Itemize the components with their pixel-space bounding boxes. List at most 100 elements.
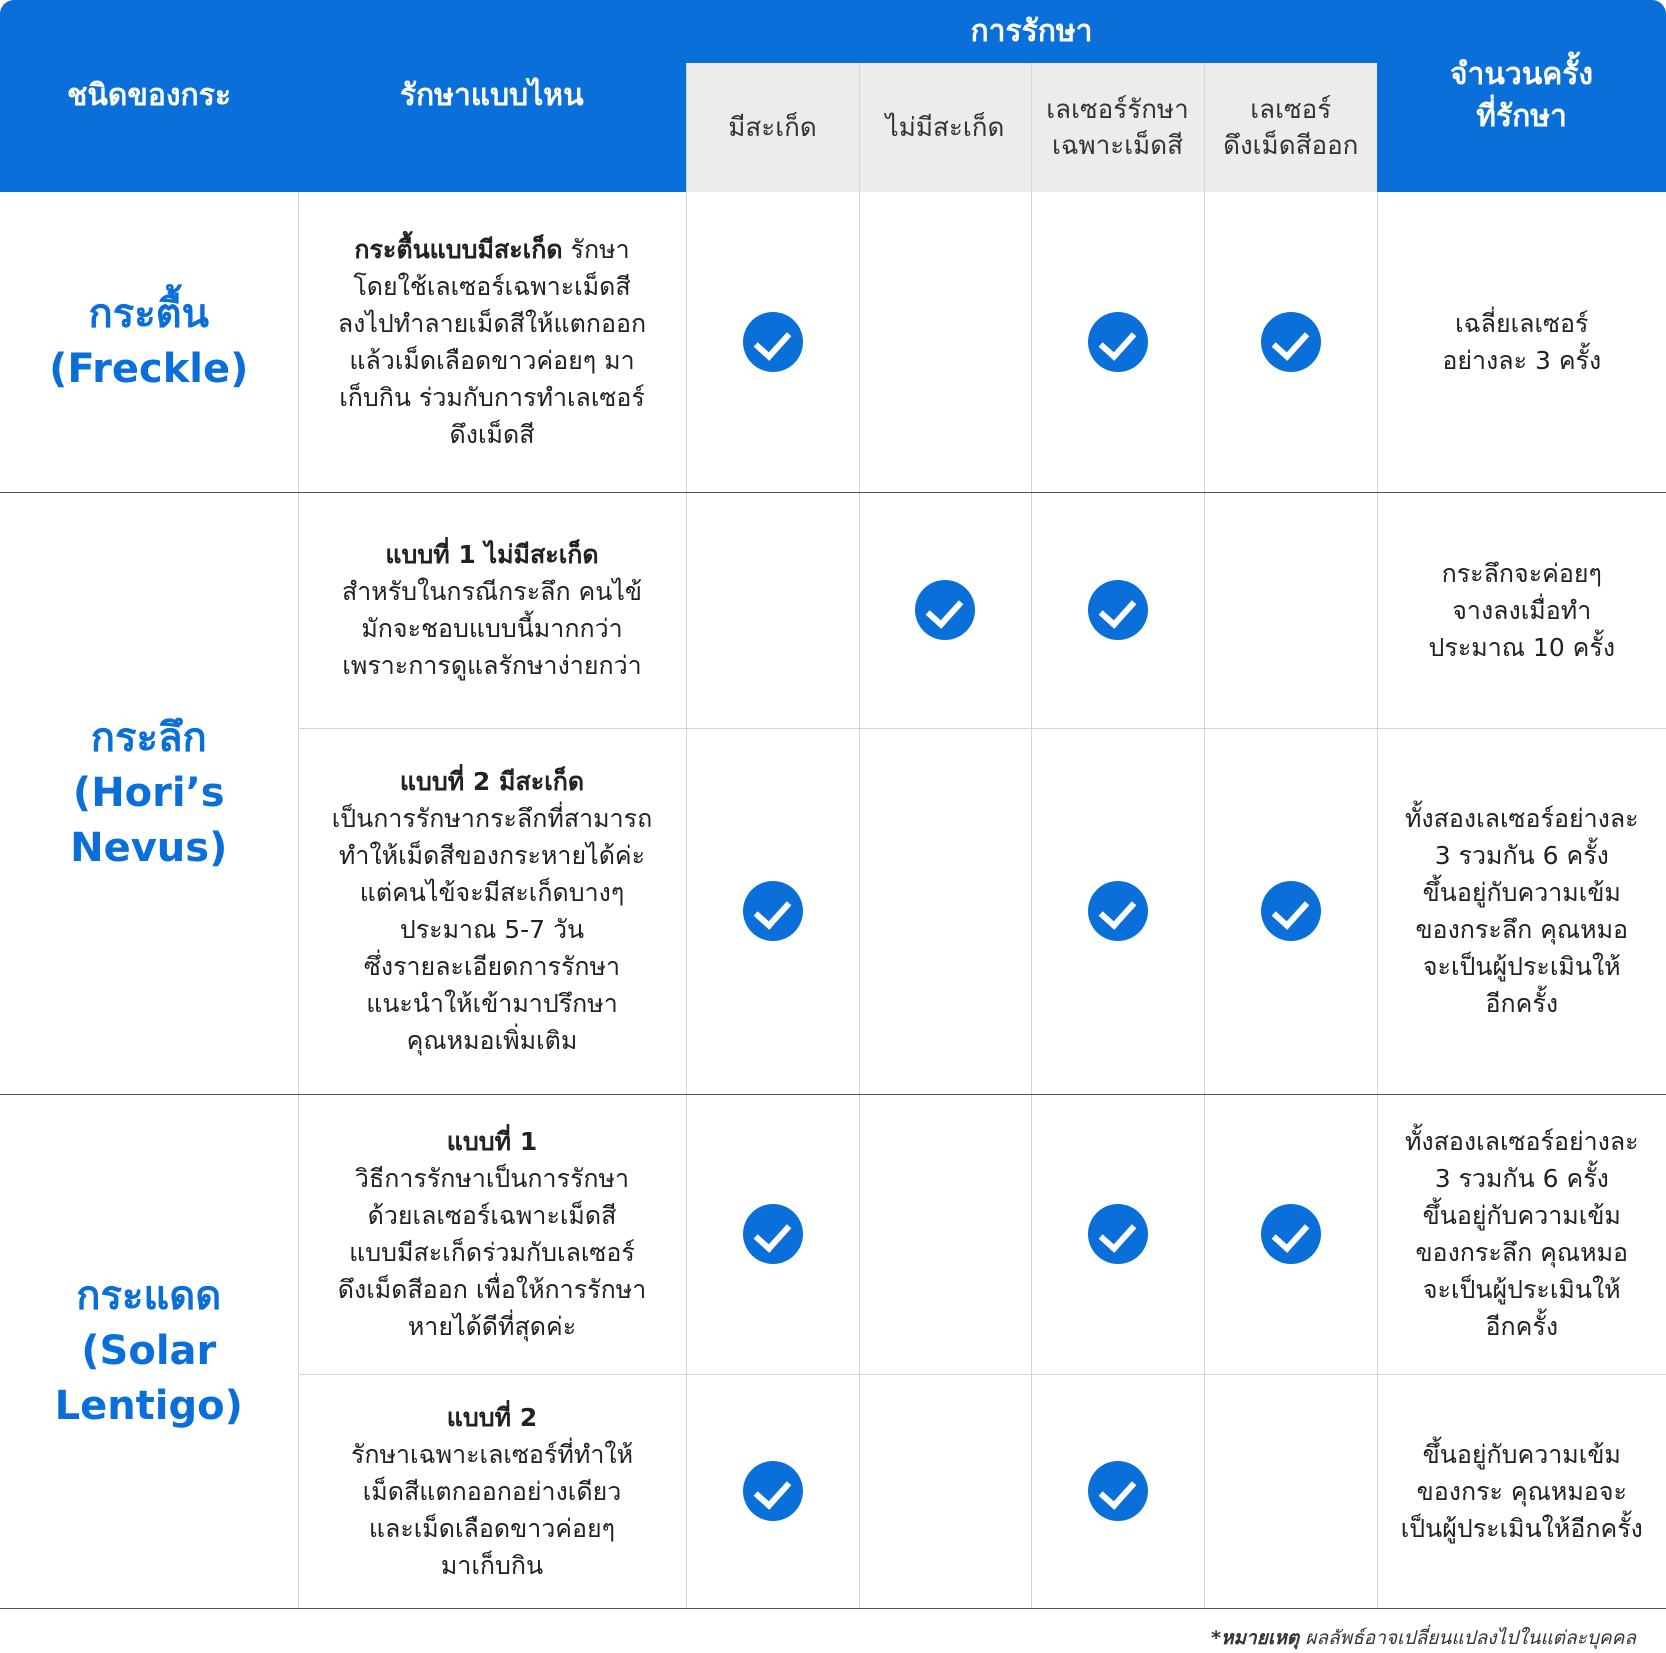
check-circle-icon bbox=[742, 881, 803, 941]
type-name-line: (Solar bbox=[81, 1327, 217, 1374]
description-title: แบบที่ 2 bbox=[446, 1402, 538, 1432]
check-circle-icon bbox=[1087, 311, 1148, 372]
description-line: ประมาณ 5-7 วัน bbox=[399, 915, 585, 944]
table-row: กระตื้น (Freckle) กระตื้นแบบมีสะเก็ด รัก… bbox=[0, 192, 1666, 493]
table-row: แบบที่ 2 มีสะเก็ด เป็นการรักษากระลึกที่ส… bbox=[0, 728, 1666, 1095]
description-title: แบบที่ 1 bbox=[446, 1127, 538, 1156]
footnote-text: ผลลัพธ์อาจเปลี่ยนแปลงไปในแต่ละบุคคล bbox=[1299, 1627, 1636, 1649]
footnote-label: *หมายเหตุ bbox=[1211, 1627, 1300, 1649]
subheader-scab: มีสะเก็ด bbox=[685, 63, 860, 192]
subheader-laser-pigment-line2: เฉพาะเม็ดสี bbox=[1051, 130, 1184, 161]
check-cell bbox=[859, 192, 1032, 493]
type-name-line: กระลึก bbox=[90, 714, 207, 761]
type-cell: กระแดด (Solar Lentigo) bbox=[0, 1094, 299, 1609]
type-name-line: กระแดด bbox=[76, 1272, 222, 1319]
description-line: ซึ่งรายละเอียดการรักษา bbox=[363, 952, 621, 981]
sessions-line: เฉลี่ยเลเซอร์ bbox=[1455, 308, 1589, 338]
sessions-cell: ขึ้นอยู่กับความเข้ม ของกระ คุณหมอจะ เป็น… bbox=[1377, 1374, 1666, 1609]
sessions-line: จะเป็นผู้ประเมินให้ bbox=[1422, 1275, 1621, 1304]
check-circle-icon bbox=[742, 1204, 803, 1264]
sessions-line: กระลึกจะค่อยๆ bbox=[1441, 558, 1602, 588]
table-row: กระแดด (Solar Lentigo) แบบที่ 1 วิธีการร… bbox=[0, 1094, 1666, 1609]
description-line: ด้วยเลเซอร์เฉพาะเม็ดสี bbox=[367, 1201, 617, 1230]
check-cell bbox=[1031, 1374, 1205, 1609]
sessions-cell: ทั้งสองเลเซอร์อย่างละ 3 รวมกัน 6 ครั้ง ข… bbox=[1377, 728, 1666, 1095]
sessions-line: จางลงเมื่อทำ bbox=[1452, 595, 1592, 625]
sessions-line: ของกระลึก คุณหมอ bbox=[1415, 1238, 1629, 1267]
sessions-line: ขึ้นอยู่กับความเข้ม bbox=[1422, 1201, 1621, 1230]
sessions-line: ทั้งสองเลเซอร์อย่างละ bbox=[1404, 804, 1639, 833]
sessions-line: จะเป็นผู้ประเมินให้ bbox=[1422, 952, 1621, 981]
description-cell: แบบที่ 2 รักษาเฉพาะเลเซอร์ที่ทำให้ เม็ดส… bbox=[298, 1374, 687, 1609]
check-cell bbox=[859, 1094, 1032, 1375]
check-cell bbox=[1204, 1094, 1378, 1375]
treatment-table: ชนิดของกระ รักษาแบบไหน การรักษา จำนวนครั… bbox=[0, 0, 1666, 1609]
description-line: ดึงเม็ดสีออก เพื่อให้การรักษา bbox=[337, 1275, 647, 1304]
footnote: *หมายเหตุ ผลลัพธ์อาจเปลี่ยนแปลงไปในแต่ละ… bbox=[1211, 1623, 1636, 1653]
description-cell: แบบที่ 2 มีสะเก็ด เป็นการรักษากระลึกที่ส… bbox=[298, 728, 687, 1095]
header-sessions-line1: จำนวนครั้ง bbox=[1449, 57, 1594, 92]
sessions-line: ขึ้นอยู่กับความเข้ม bbox=[1422, 878, 1621, 907]
check-cell bbox=[1204, 728, 1378, 1095]
description-title: แบบที่ 2 มีสะเก็ด bbox=[399, 767, 585, 796]
description-line: เป็นการรักษากระลึกที่สามารถ bbox=[331, 804, 653, 833]
check-cell bbox=[859, 492, 1032, 729]
description-cell: แบบที่ 1 ไม่มีสะเก็ด สำหรับในกรณีกระลึก … bbox=[298, 492, 687, 729]
check-cell bbox=[1031, 728, 1205, 1095]
description-line: รักษา bbox=[562, 234, 630, 264]
subheader-laser-pull-line2: ดึงเม็ดสีออก bbox=[1223, 130, 1359, 161]
sessions-line: 3 รวมกัน 6 ครั้ง bbox=[1434, 1164, 1609, 1193]
check-cell bbox=[1031, 1094, 1205, 1375]
description-line: วิธีการรักษาเป็นการรักษา bbox=[354, 1164, 630, 1193]
check-circle-icon bbox=[1260, 881, 1321, 941]
sessions-line: ของกระลึก คุณหมอ bbox=[1415, 915, 1629, 944]
check-circle-icon bbox=[1087, 1204, 1148, 1264]
description-title: กระตื้นแบบมีสะเก็ด bbox=[354, 234, 563, 264]
type-name-line: (Freckle) bbox=[49, 345, 249, 392]
description-line: แล้วเม็ดเลือดขาวค่อยๆ มา bbox=[349, 345, 635, 375]
description-line: สำหรับในกรณีกระลึก คนไข้ bbox=[342, 577, 642, 606]
description-line: เพราะการดูแลรักษาง่ายกว่า bbox=[342, 651, 642, 680]
check-cell bbox=[1031, 192, 1205, 493]
sessions-line: ของกระ คุณหมอจะ bbox=[1416, 1476, 1627, 1506]
type-name-line: (Hori’s bbox=[72, 769, 225, 816]
check-cell bbox=[686, 728, 860, 1095]
description-title: แบบที่ 1 ไม่มีสะเก็ด bbox=[385, 540, 599, 569]
subheader-no-scab: ไม่มีสะเก็ด bbox=[858, 63, 1032, 192]
sessions-cell: เฉลี่ยเลเซอร์ อย่างละ 3 ครั้ง bbox=[1377, 192, 1666, 493]
sessions-line: ขึ้นอยู่กับความเข้ม bbox=[1422, 1439, 1621, 1469]
check-cell bbox=[1204, 192, 1378, 493]
subheader-laser-pull: เลเซอร์ ดึงเม็ดสีออก bbox=[1203, 63, 1378, 192]
check-cell bbox=[686, 492, 860, 729]
check-cell bbox=[686, 192, 860, 493]
check-cell bbox=[859, 1374, 1032, 1609]
check-cell bbox=[686, 1094, 860, 1375]
sessions-line: ประมาณ 10 ครั้ง bbox=[1428, 632, 1616, 662]
check-circle-icon bbox=[1260, 311, 1321, 372]
type-name-line: Nevus) bbox=[70, 824, 228, 871]
description-line: แต่คนไข้จะมีสะเก็ดบางๆ bbox=[359, 878, 625, 907]
sessions-line: ทั้งสองเลเซอร์อย่างละ bbox=[1404, 1127, 1639, 1156]
table-row: แบบที่ 2 รักษาเฉพาะเลเซอร์ที่ทำให้ เม็ดส… bbox=[0, 1374, 1666, 1609]
type-name-line: กระตื้น bbox=[88, 290, 209, 337]
description-line: แบบมีสะเก็ดร่วมกับเลเซอร์ bbox=[349, 1238, 635, 1267]
description-line: เม็ดสีแตกออกอย่างเดียว bbox=[362, 1476, 622, 1506]
sessions-line: 3 รวมกัน 6 ครั้ง bbox=[1434, 841, 1609, 870]
type-cell: กระลึก (Hori’s Nevus) bbox=[0, 492, 299, 1095]
check-cell bbox=[1204, 492, 1378, 729]
description-cell: แบบที่ 1 วิธีการรักษาเป็นการรักษา ด้วยเล… bbox=[298, 1094, 687, 1375]
description-line: ดึงเม็ดสี bbox=[449, 419, 535, 449]
description-line: ลงไปทำลายเม็ดสีให้แตกออก bbox=[337, 308, 647, 338]
header-type: ชนิดของกระ bbox=[0, 0, 298, 192]
header-treatment: การรักษา bbox=[686, 0, 1378, 63]
sessions-line: อีกครั้ง bbox=[1485, 1312, 1559, 1341]
subheader-laser-pigment: เลเซอร์รักษา เฉพาะเม็ดสี bbox=[1030, 63, 1205, 192]
description-cell: กระตื้นแบบมีสะเก็ด รักษา โดยใช้เลเซอร์เฉ… bbox=[298, 192, 687, 493]
check-circle-icon bbox=[1087, 881, 1148, 941]
description-line: คุณหมอเพิ่มเติม bbox=[406, 1026, 578, 1055]
type-cell: กระตื้น (Freckle) bbox=[0, 192, 299, 493]
description-line: และเม็ดเลือดขาวค่อยๆ bbox=[368, 1513, 616, 1543]
sessions-cell: ทั้งสองเลเซอร์อย่างละ 3 รวมกัน 6 ครั้ง ข… bbox=[1377, 1094, 1666, 1375]
sessions-cell: กระลึกจะค่อยๆ จางลงเมื่อทำ ประมาณ 10 ครั… bbox=[1377, 492, 1666, 729]
description-line: ทำให้เม็ดสีของกระหายได้ค่ะ bbox=[338, 841, 646, 870]
